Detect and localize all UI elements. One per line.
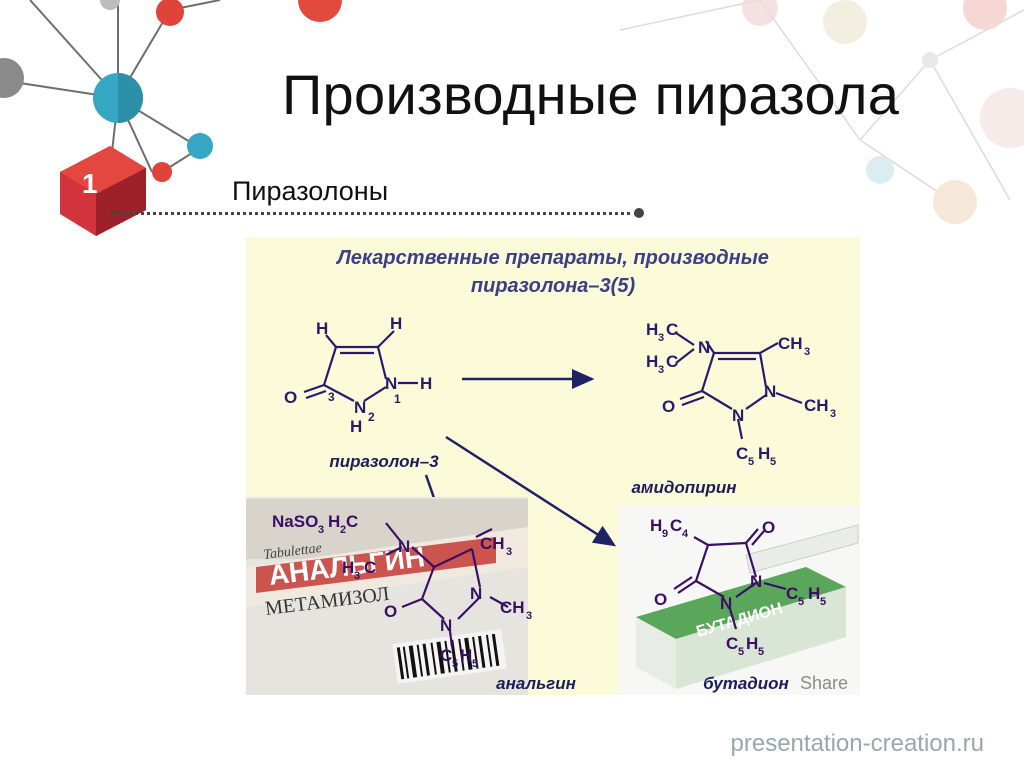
figure-header-line1: Лекарственные препараты, производные xyxy=(335,247,769,269)
svg-text:5: 5 xyxy=(472,658,478,670)
atom-h: H xyxy=(350,417,362,436)
atom-n: N xyxy=(720,594,732,613)
atom-h: H xyxy=(746,634,758,653)
svg-text:5: 5 xyxy=(758,646,764,658)
svg-text:5: 5 xyxy=(738,646,744,658)
svg-text:C: C xyxy=(726,634,738,653)
svg-text:C: C xyxy=(364,558,376,577)
pyrazolone-structure xyxy=(303,330,418,402)
svg-text:3: 3 xyxy=(658,364,664,376)
atom-naso3: NaSO xyxy=(272,512,318,531)
svg-text:C: C xyxy=(666,352,678,371)
svg-text:5: 5 xyxy=(748,456,754,468)
atom-n: N xyxy=(385,374,397,393)
chemistry-figure: Лекарственные препараты, производные пир… xyxy=(246,237,860,695)
atom-h: H xyxy=(808,584,820,603)
svg-text:3: 3 xyxy=(318,524,324,536)
caption-butadion: бутадион xyxy=(703,674,789,693)
atom-o: O xyxy=(654,590,667,609)
photo-pack-tab: Tabulettae xyxy=(263,541,323,563)
svg-text:5: 5 xyxy=(798,596,804,608)
atom-n: N xyxy=(764,382,776,401)
atom-n: N xyxy=(470,584,482,603)
svg-text:5: 5 xyxy=(770,456,776,468)
atom-n: N xyxy=(354,398,366,417)
watermark: Share xyxy=(800,673,848,693)
atom-h: H xyxy=(646,320,658,339)
svg-text:3: 3 xyxy=(354,570,360,582)
atom-h: H xyxy=(460,646,472,665)
amidopyrine-structure xyxy=(675,332,803,440)
svg-text:3: 3 xyxy=(526,610,532,622)
svg-text:CH: CH xyxy=(778,334,803,353)
atom-n: N xyxy=(732,406,744,425)
svg-text:3: 3 xyxy=(658,332,664,344)
svg-text:9: 9 xyxy=(662,528,668,540)
deco-circle-red xyxy=(156,0,184,26)
svg-text:C: C xyxy=(786,584,798,603)
svg-text:CH: CH xyxy=(480,534,505,553)
analgin-package-photo: АНАЛЬГИН Tabulettae МЕТАМИЗОЛ xyxy=(246,497,528,695)
svg-text:C: C xyxy=(346,512,358,531)
svg-text:H: H xyxy=(328,512,340,531)
footer-site-name: presentation-creation.ru xyxy=(730,730,984,757)
ring-number: 3 xyxy=(328,390,335,404)
butadion-structure xyxy=(673,528,787,630)
analgin-structure xyxy=(385,522,509,648)
svg-text:3: 3 xyxy=(830,408,836,420)
atom-o: O xyxy=(762,518,775,537)
atom-o: O xyxy=(284,388,297,407)
slide-subtitle: Пиразолоны xyxy=(232,176,389,206)
svg-text:CH: CH xyxy=(804,396,829,415)
badge-number: 1 xyxy=(82,168,98,199)
number-badge-cube xyxy=(60,146,146,236)
svg-text:5: 5 xyxy=(820,596,826,608)
slide-title: Производные пиразола xyxy=(282,63,900,126)
ring-number: 2 xyxy=(368,410,375,424)
svg-text:2: 2 xyxy=(340,524,346,536)
svg-text:C: C xyxy=(736,444,748,463)
atom-o: O xyxy=(384,602,397,621)
atom-h: H xyxy=(758,444,770,463)
atom-h: H xyxy=(646,352,658,371)
atom-n: N xyxy=(750,572,762,591)
svg-text:3: 3 xyxy=(506,546,512,558)
caption-analgin: анальгин xyxy=(496,674,576,693)
svg-text:4: 4 xyxy=(682,528,689,540)
svg-text:C: C xyxy=(670,516,682,535)
atom-h: H xyxy=(650,516,662,535)
dotted-divider xyxy=(110,212,638,215)
atom-h: H xyxy=(342,558,354,577)
atom-h: H xyxy=(390,314,402,333)
butadion-package-photo: БУТАДИОН Share xyxy=(618,505,860,695)
svg-text:5: 5 xyxy=(452,658,458,670)
figure-header-line2: пиразолона–3(5) xyxy=(471,275,636,297)
ring-number: 1 xyxy=(394,392,401,406)
atom-n: N xyxy=(398,537,410,556)
svg-text:3: 3 xyxy=(804,346,810,358)
caption-pyrazolone: пиразолон–3 xyxy=(329,452,439,471)
atom-h: H xyxy=(316,319,328,338)
atom-o: O xyxy=(662,397,675,416)
svg-text:C: C xyxy=(666,320,678,339)
svg-text:C: C xyxy=(440,646,452,665)
arrow-to-butadion xyxy=(445,435,617,547)
atom-h: H xyxy=(420,374,432,393)
figure-svg: Лекарственные препараты, производные пир… xyxy=(246,247,860,695)
atom-n: N xyxy=(440,616,452,635)
svg-text:CH: CH xyxy=(500,598,525,617)
divider-end-dot xyxy=(634,208,644,218)
atom-n: N xyxy=(698,338,710,357)
caption-amidopyrine: амидопирин xyxy=(631,478,736,497)
